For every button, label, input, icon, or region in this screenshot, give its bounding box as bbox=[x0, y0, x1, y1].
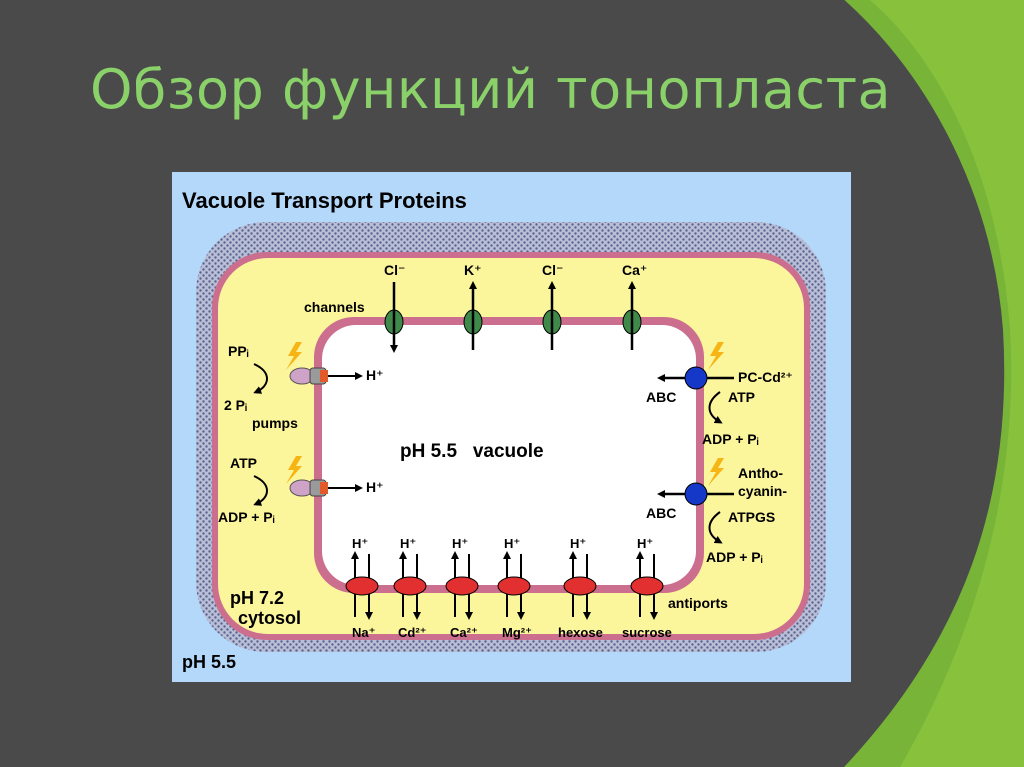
pp-pump: PPᵢ 2 Pᵢ pumps H⁺ bbox=[224, 342, 384, 431]
abc-bottom-substrate-1: Antho- bbox=[738, 465, 783, 481]
antiport-solute-6: sucrose bbox=[622, 625, 672, 640]
pumps-label: pumps bbox=[252, 415, 298, 431]
antiport-cd: H⁺ Cd²⁺ bbox=[393, 536, 427, 640]
abc-bottom-substrate-2: cyanin- bbox=[738, 483, 787, 499]
antiport-ca: H⁺ Ca²⁺ bbox=[445, 536, 479, 640]
abc-top-atp: ATP bbox=[728, 389, 755, 405]
pp-substrate: PPᵢ bbox=[228, 343, 249, 359]
antiport-solute-1: Na⁺ bbox=[352, 625, 375, 640]
channel-ion-1: Cl⁻ bbox=[384, 262, 405, 278]
antiport-solute-4: Mg²⁺ bbox=[502, 625, 532, 640]
channel-ion-2: K⁺ bbox=[464, 262, 482, 278]
antiport-proton-6: H⁺ bbox=[637, 536, 653, 551]
antiport-proton-3: H⁺ bbox=[452, 536, 468, 551]
vacuole-label: pH 5.5 vacuole bbox=[400, 441, 544, 462]
decorative-swoosh bbox=[840, 0, 1024, 767]
atp-substrate: ATP bbox=[230, 455, 257, 471]
antiport-proton-5: H⁺ bbox=[570, 536, 586, 551]
antiport-solute-2: Cd²⁺ bbox=[398, 625, 427, 640]
pp-proton: H⁺ bbox=[366, 367, 384, 383]
antiport-sucrose: H⁺ sucrose bbox=[622, 536, 672, 640]
energy-bolt-icon bbox=[286, 342, 302, 370]
channel-cl-1: Cl⁻ bbox=[384, 262, 405, 353]
antiport-na: H⁺ Na⁺ bbox=[345, 536, 379, 640]
abc-bottom-product: ADP + Pᵢ bbox=[706, 549, 763, 565]
atp-proton: H⁺ bbox=[366, 479, 384, 495]
abc-transporter-pc-cd: PC-Cd²⁺ ABC ATP ADP + Pᵢ bbox=[646, 342, 793, 447]
antiport-solute-3: Ca²⁺ bbox=[450, 625, 478, 640]
energy-bolt-icon bbox=[708, 342, 724, 370]
channel-ion-3: Cl⁻ bbox=[542, 262, 563, 278]
channel-ion-4: Ca⁺ bbox=[622, 262, 647, 278]
vacuole bbox=[322, 325, 696, 585]
antiports-label: antiports bbox=[668, 595, 728, 611]
slide-title: Обзор функций тонопласта bbox=[90, 58, 892, 121]
abc-bottom-label: ABC bbox=[646, 505, 676, 521]
antiport-hexose: H⁺ hexose bbox=[558, 536, 603, 640]
abc-top-label: ABC bbox=[646, 389, 676, 405]
channel-k: K⁺ bbox=[463, 262, 483, 350]
abc-bottom-atp: ATPGS bbox=[728, 509, 775, 525]
antiport-proton-1: H⁺ bbox=[352, 536, 368, 551]
antiport-solute-5: hexose bbox=[558, 625, 603, 640]
antiport-mg: H⁺ Mg²⁺ bbox=[497, 536, 532, 640]
cytosol-ph-label: pH 7.2 bbox=[230, 588, 284, 608]
outside-ph-label: pH 5.5 bbox=[182, 652, 236, 672]
antiport-proton-4: H⁺ bbox=[504, 536, 520, 551]
atp-pump: ATP ADP + Pᵢ H⁺ bbox=[218, 455, 384, 525]
cytosol-label: cytosol bbox=[238, 608, 301, 628]
pp-product: 2 Pᵢ bbox=[224, 397, 247, 413]
channel-cl-2: Cl⁻ bbox=[542, 262, 563, 350]
antiport-proton-2: H⁺ bbox=[400, 536, 416, 551]
diagram-title: Vacuole Transport Proteins bbox=[182, 188, 467, 213]
abc-top-product: ADP + Pᵢ bbox=[702, 431, 759, 447]
energy-bolt-icon bbox=[286, 456, 302, 484]
atp-product: ADP + Pᵢ bbox=[218, 509, 275, 525]
abc-top-substrate: PC-Cd²⁺ bbox=[738, 369, 793, 385]
abc-transporter-anthocyanin: Antho- cyanin- ABC ATPGS ADP + Pᵢ bbox=[646, 458, 787, 565]
channels-label: channels bbox=[304, 299, 365, 315]
vacuole-transport-figure: Vacuole Transport Proteins pH 5.5 vacuol… bbox=[172, 172, 851, 682]
antiports: H⁺ Na⁺ H⁺ Cd²⁺ H⁺ Ca²⁺ H⁺ Mg²⁺ bbox=[345, 536, 728, 640]
channel-ca: Ca⁺ bbox=[622, 262, 647, 350]
energy-bolt-icon bbox=[708, 458, 724, 486]
